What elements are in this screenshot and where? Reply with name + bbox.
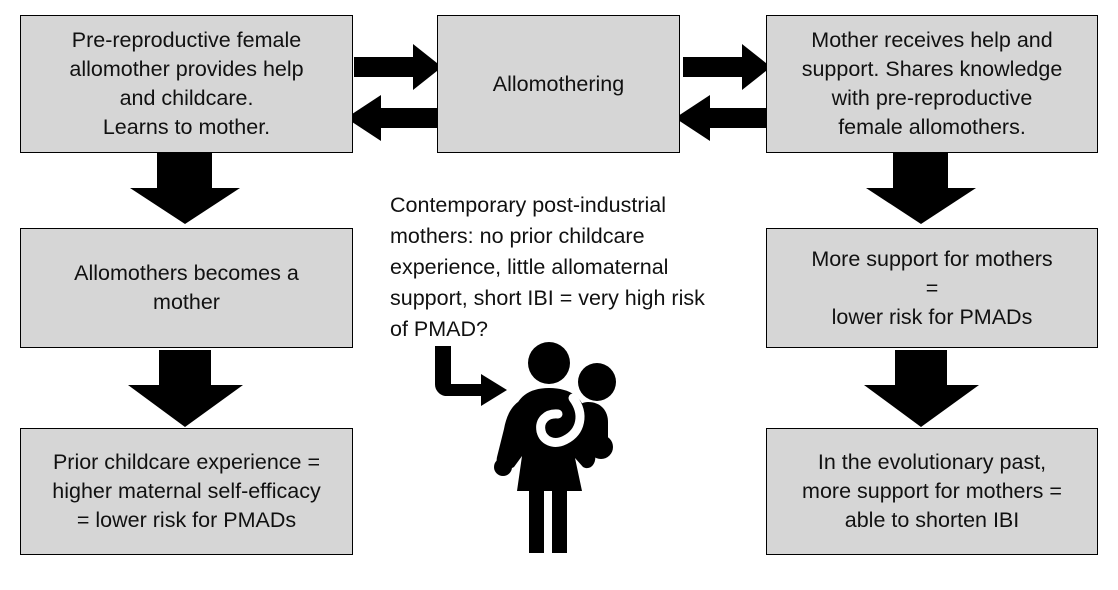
node-prior-childcare-experience[interactable]: Prior childcare experience = higher mate… <box>20 428 353 555</box>
arrow-allomother-to-allomothering <box>354 44 442 90</box>
mother-and-baby-figure-group <box>434 342 616 553</box>
node-mother-receives-help[interactable]: Mother receives help and support. Shares… <box>766 15 1098 153</box>
node-more-support-for-mothers[interactable]: More support for mothers = lower risk fo… <box>766 228 1098 348</box>
arrow-allomother-to-becomes-mother <box>130 152 240 224</box>
arrow-mother-receives-to-allomothering <box>675 95 769 141</box>
center-annotation-text: Contemporary post-industrial mothers: no… <box>390 193 705 341</box>
node-evolutionary-past[interactable]: In the evolutionary past, more support f… <box>766 428 1098 555</box>
arrow-mother-receives-to-more-support <box>866 152 976 224</box>
node-allomother[interactable]: Pre-reproductive female allomother provi… <box>20 15 353 153</box>
arrow-allomothering-to-allomother <box>346 95 440 141</box>
node-allomothers-becomes-mother[interactable]: Allomothers becomes a mother <box>20 228 353 348</box>
node-allomothering[interactable]: Allomothering <box>437 15 680 153</box>
elbow-arrow-down-right-icon <box>434 346 507 406</box>
mother-carrying-baby-icon <box>494 342 616 553</box>
arrow-allomothering-to-mother-receives <box>683 44 771 90</box>
arrow-becomes-mother-to-prior-childcare <box>128 350 243 427</box>
arrow-more-support-to-evolutionary-past <box>864 350 979 427</box>
